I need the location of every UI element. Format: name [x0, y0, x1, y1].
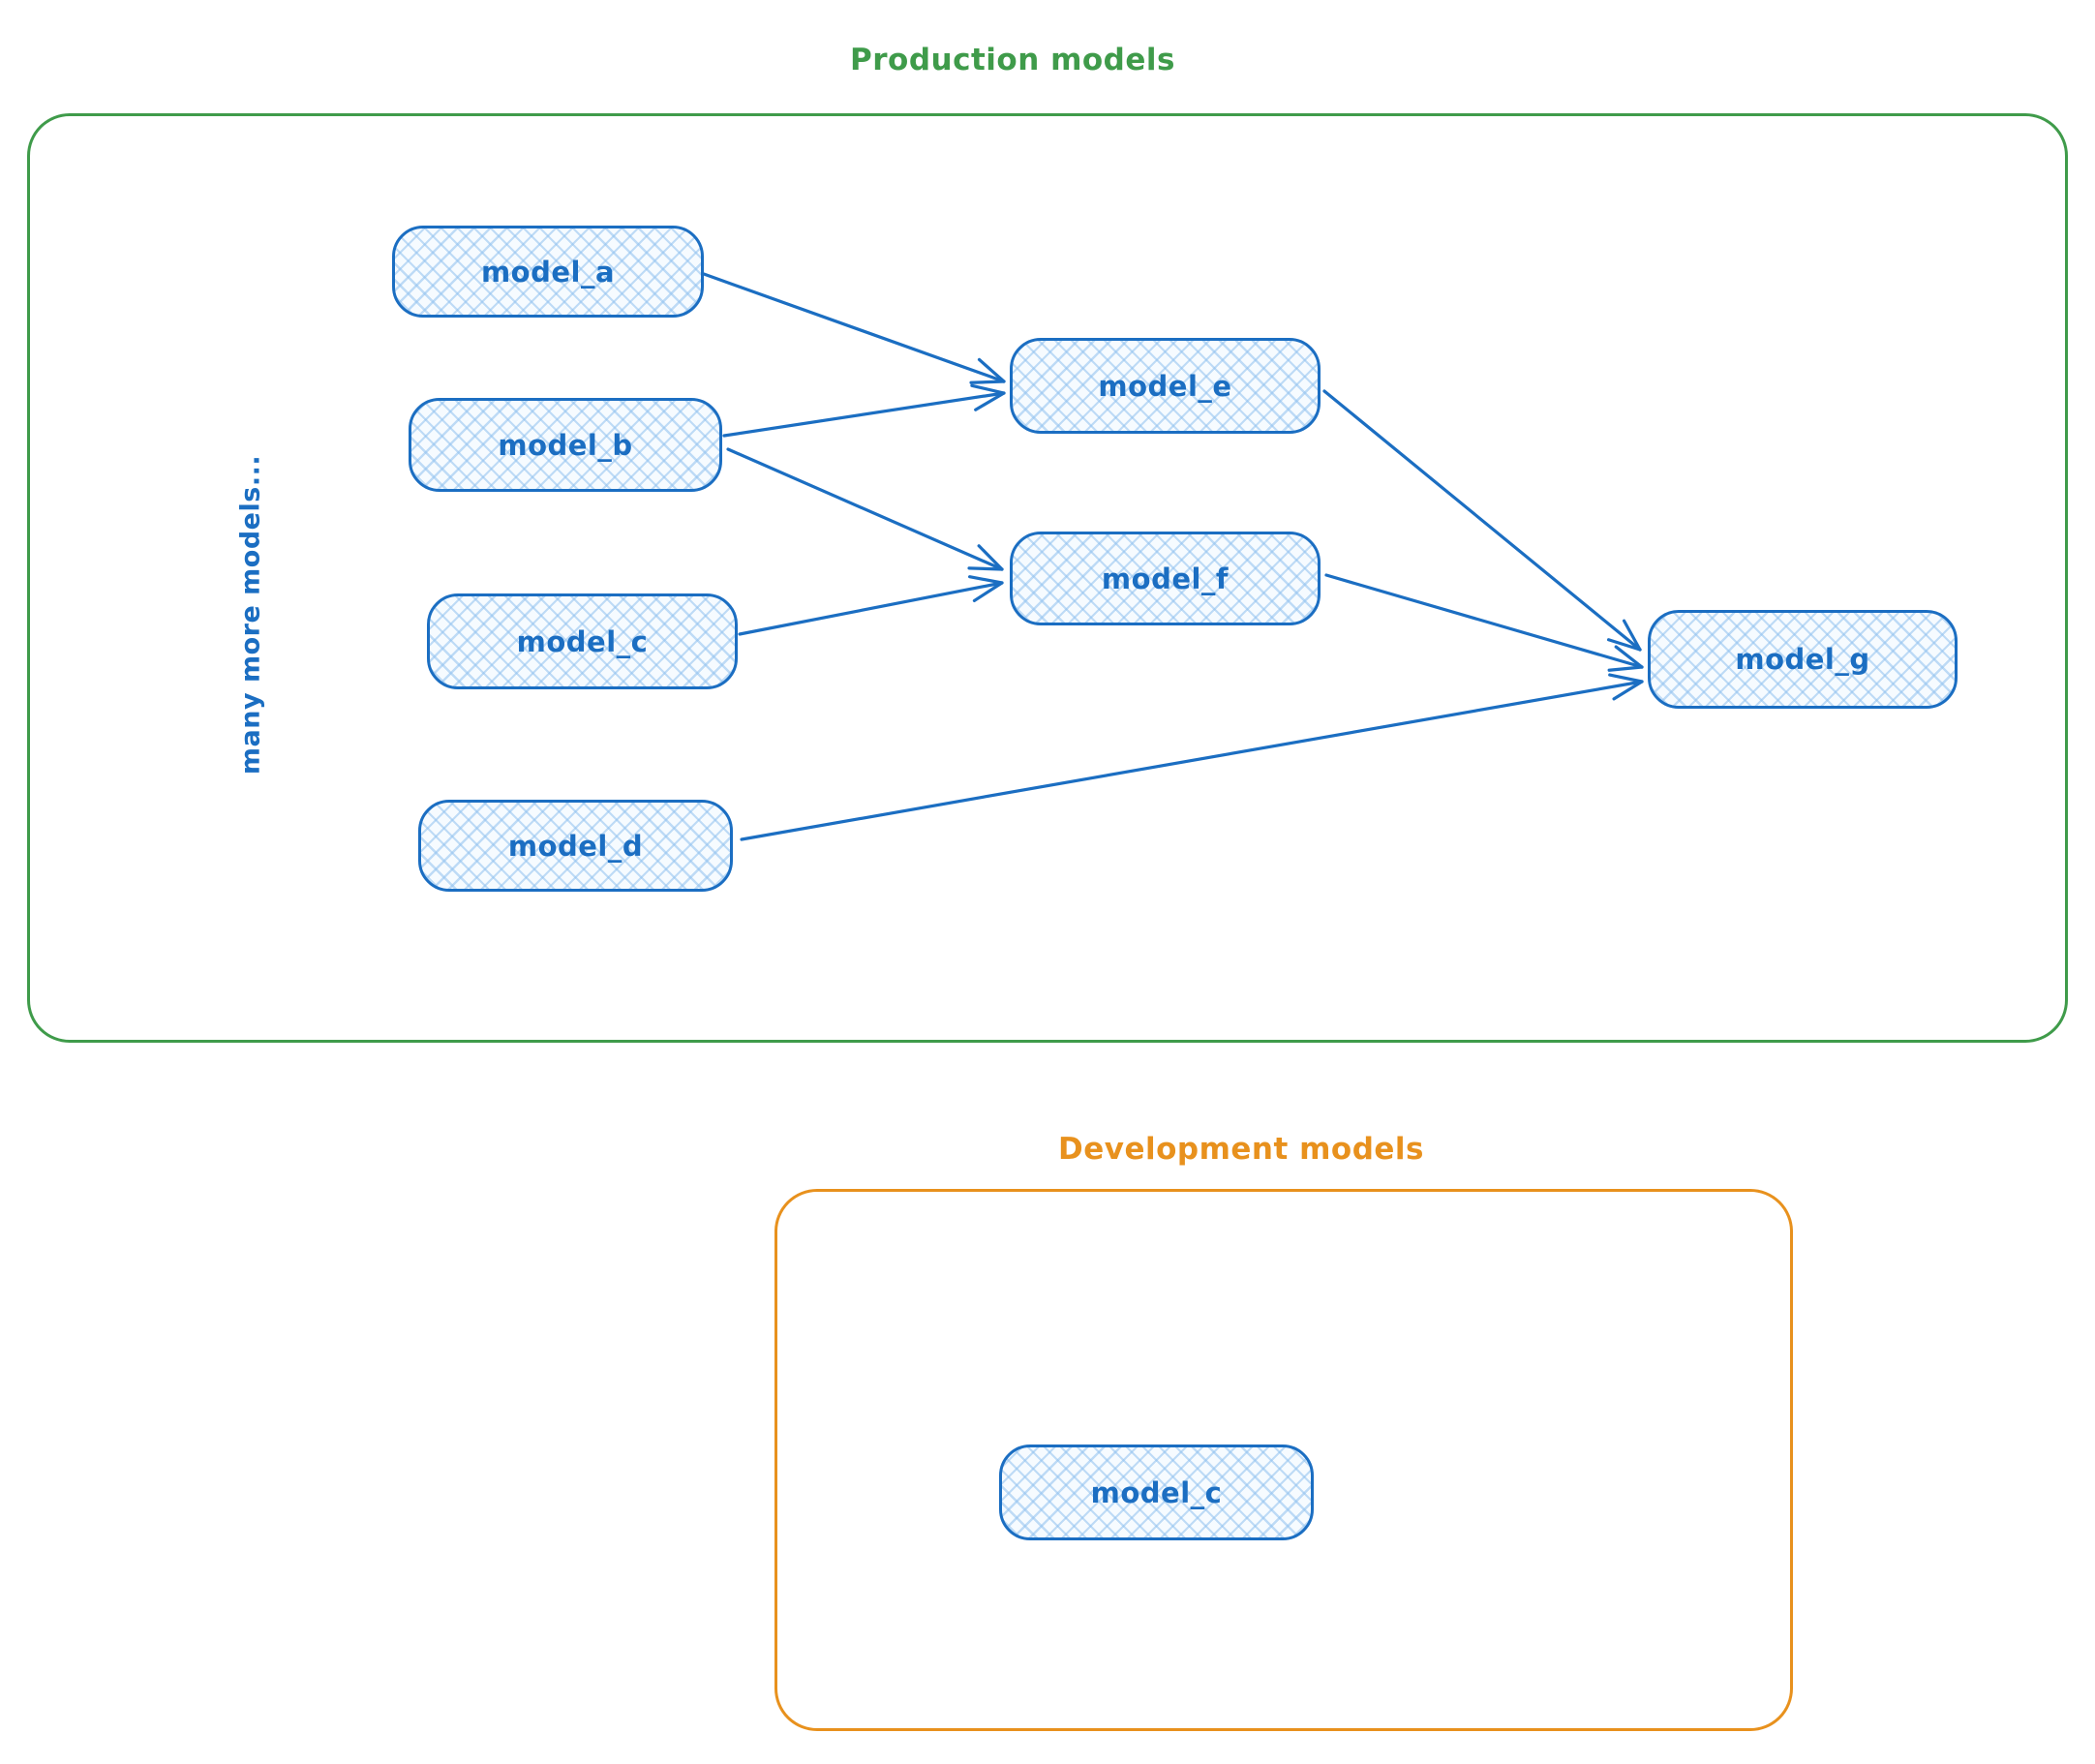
node-label: model_a [480, 255, 616, 289]
production-title: Production models [850, 43, 1175, 77]
development-container [774, 1189, 1793, 1731]
node-label: model_e [1098, 369, 1232, 403]
node-model_b: model_b [409, 398, 722, 492]
node-model_c_dev: model_c [999, 1445, 1314, 1540]
node-label: model_b [498, 428, 633, 462]
node-model_c: model_c [427, 593, 738, 689]
many-more-models-label: many more models... [235, 454, 266, 776]
node-label: model_c [1090, 1475, 1223, 1509]
node-model_d: model_d [418, 800, 733, 892]
production-container [27, 113, 2068, 1043]
node-model_e: model_e [1010, 338, 1321, 434]
node-model_g: model_g [1648, 610, 1958, 709]
development-title: Development models [1057, 1132, 1425, 1167]
node-label: model_c [516, 624, 649, 658]
node-model_f: model_f [1010, 532, 1321, 625]
node-label: model_d [507, 829, 644, 863]
node-model_a: model_a [392, 226, 704, 318]
node-label: model_f [1101, 562, 1230, 595]
node-label: model_g [1735, 643, 1870, 676]
